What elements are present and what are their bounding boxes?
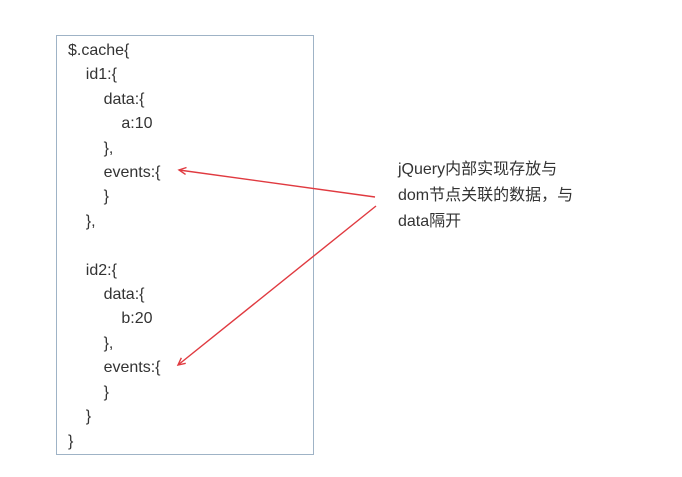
- annotation-text: jQuery内部实现存放与 dom节点关联的数据，与 data隔开: [398, 157, 573, 235]
- annotation-line-1: jQuery内部实现存放与: [398, 161, 558, 178]
- cache-structure-code: $.cache{ id1:{ data:{ a:10 }, events:{ }…: [68, 42, 161, 450]
- cache-structure-box: $.cache{ id1:{ data:{ a:10 }, events:{ }…: [56, 35, 314, 455]
- annotation-line-2: dom节点关联的数据，与: [398, 187, 574, 204]
- annotation-line-3: data隔开: [398, 213, 462, 230]
